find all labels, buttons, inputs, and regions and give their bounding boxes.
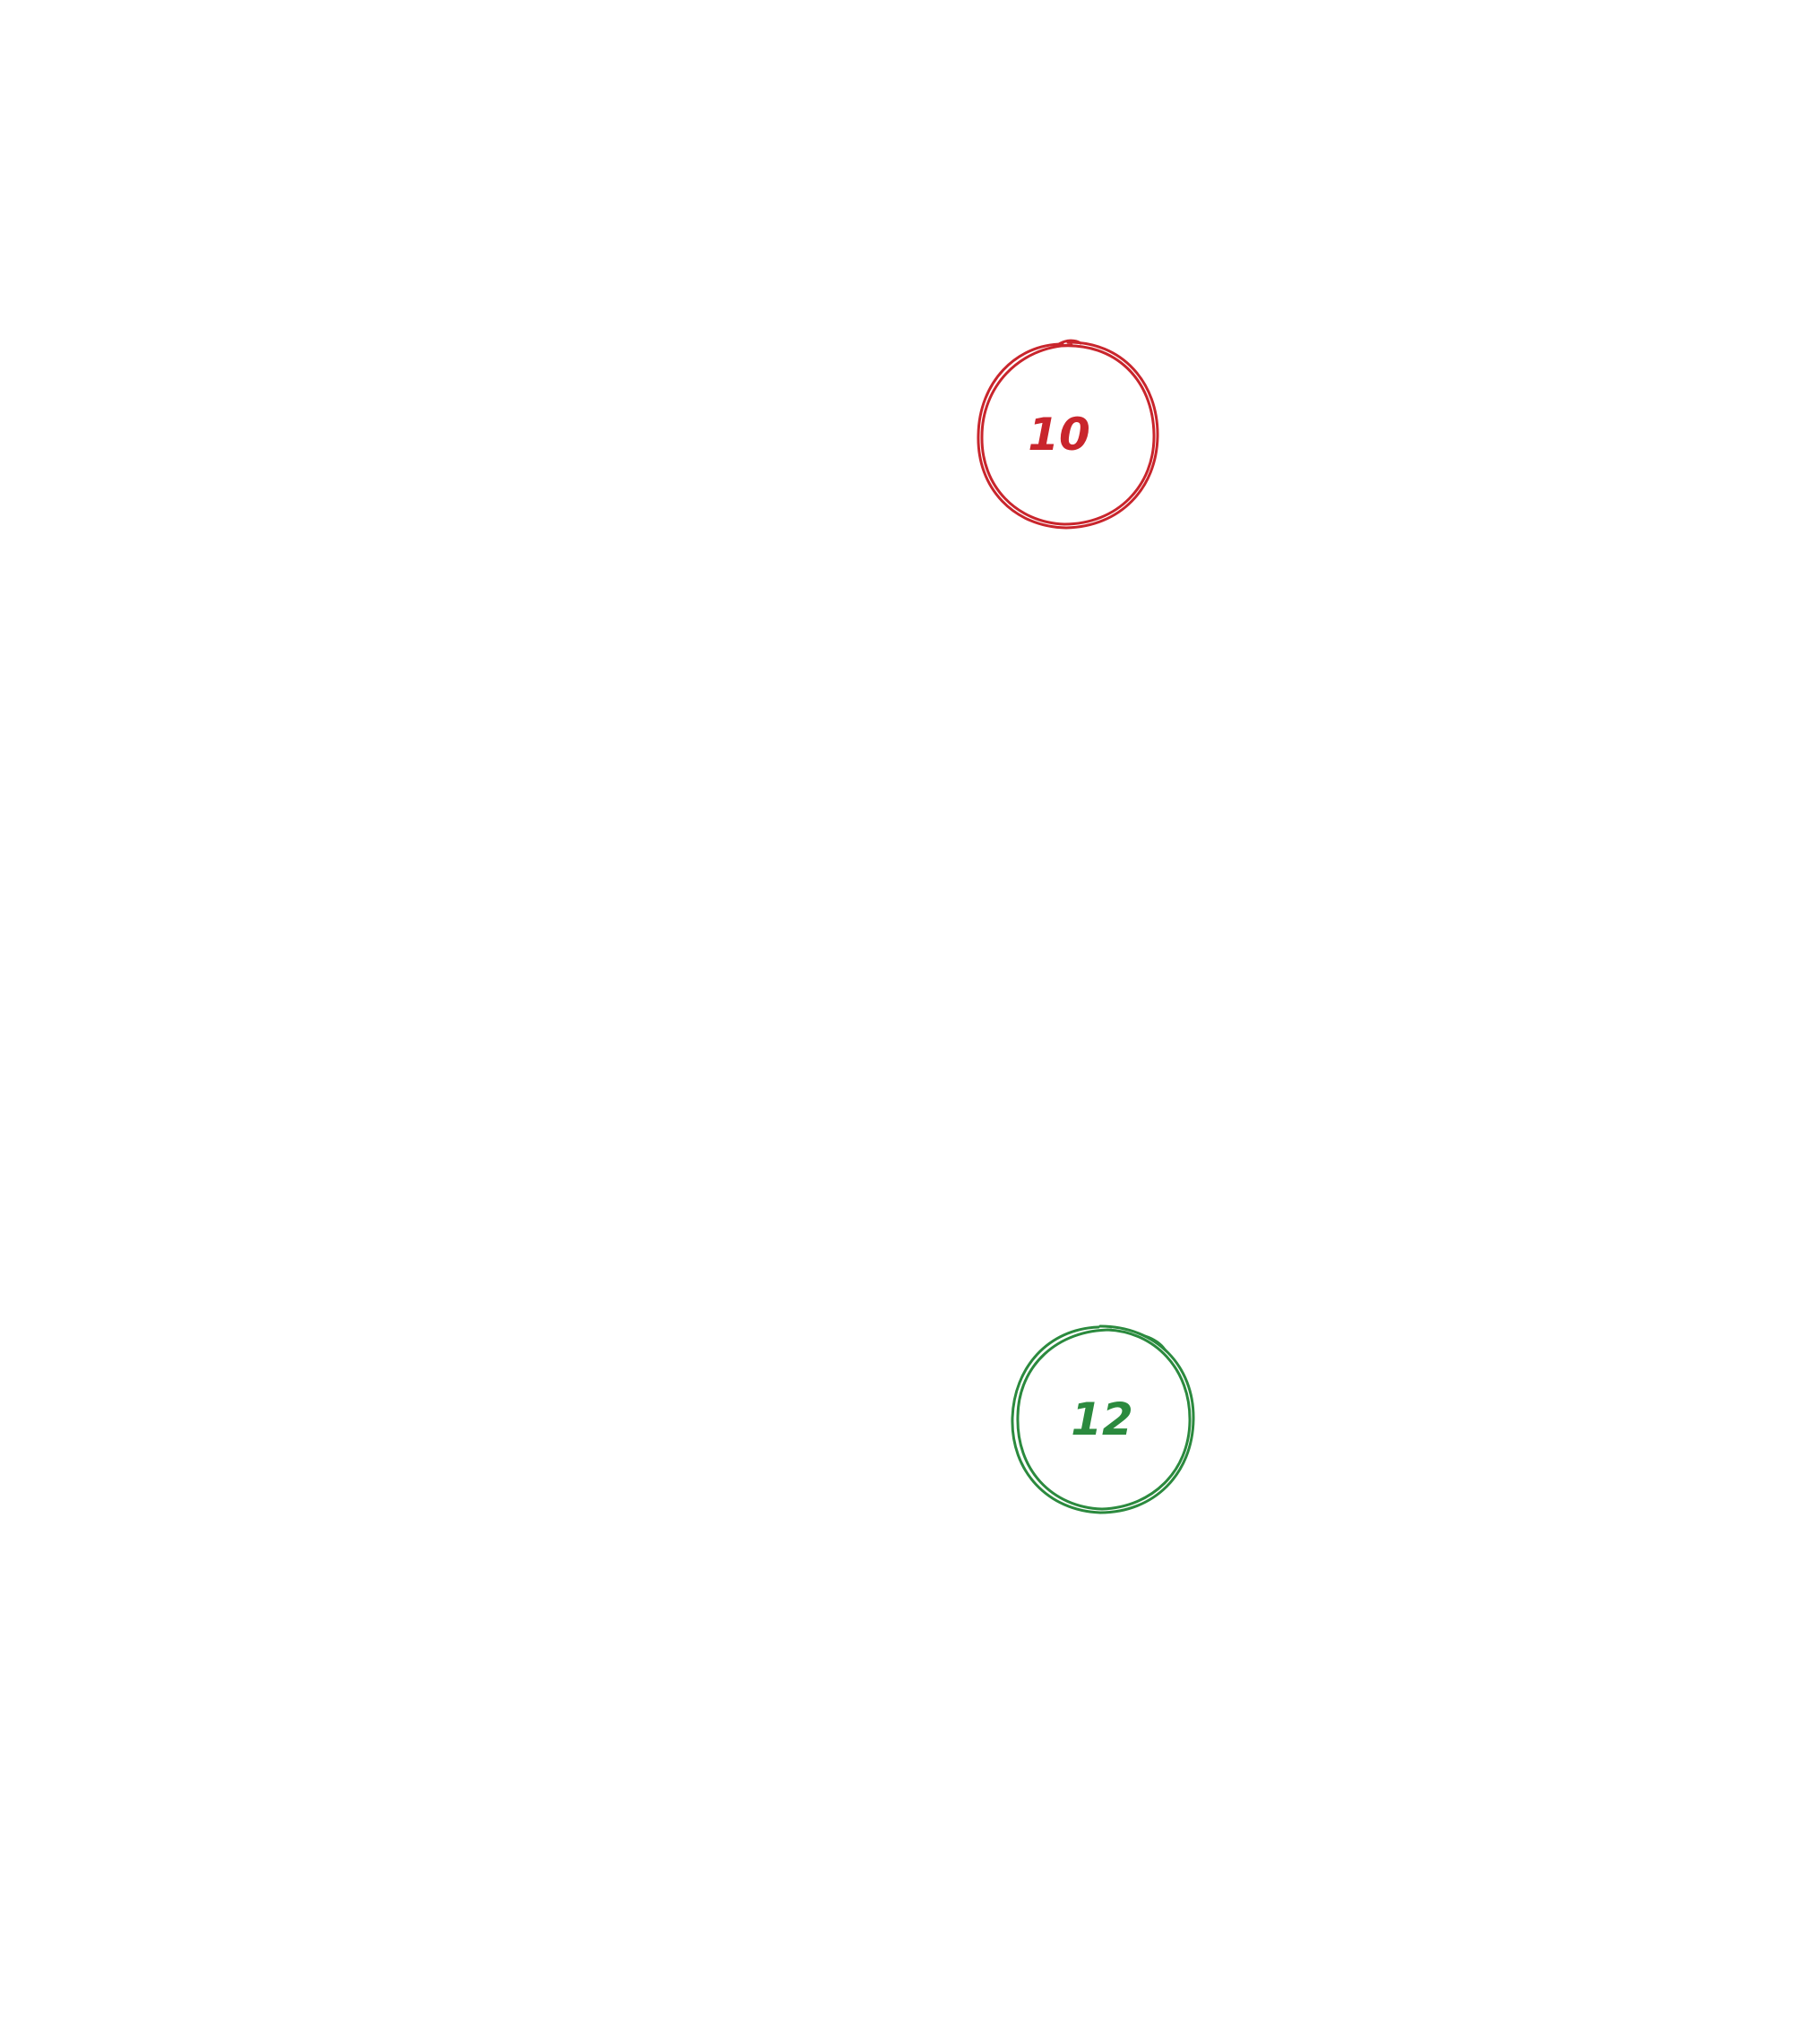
node-12[interactable]: 12 bbox=[1011, 1324, 1195, 1514]
node-10-label: 10 bbox=[1028, 409, 1090, 461]
node-10-ring bbox=[977, 341, 1159, 530]
node-12-ring-inner bbox=[1016, 1328, 1192, 1511]
node-12-ring-tail bbox=[1143, 1334, 1167, 1351]
node-10[interactable]: 10 bbox=[977, 339, 1159, 530]
node-10-ring-tail bbox=[1057, 339, 1082, 346]
node-12-ring bbox=[1011, 1324, 1195, 1514]
node-10-ring-inner bbox=[980, 343, 1156, 526]
node-12-label: 12 bbox=[1071, 1393, 1133, 1445]
